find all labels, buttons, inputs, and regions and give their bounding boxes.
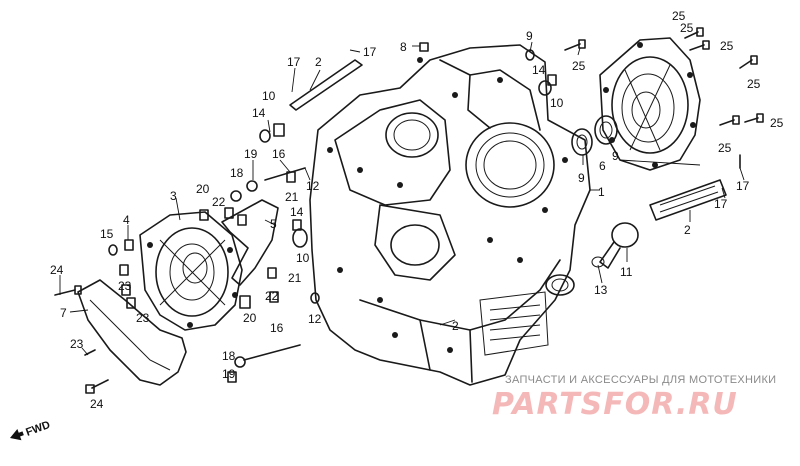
callout: 9 xyxy=(612,149,619,163)
callout: 23 xyxy=(118,279,132,293)
callout: 10 xyxy=(296,251,310,265)
callout: 12 xyxy=(306,179,320,193)
callout: 22 xyxy=(265,289,279,303)
chain-guard xyxy=(77,279,187,386)
callout: 14 xyxy=(290,205,304,219)
callout: 25 xyxy=(672,9,686,23)
watermark-logo: PARTSFOR.RU xyxy=(492,387,738,422)
leader-lines xyxy=(59,41,745,356)
callout: 23 xyxy=(136,311,150,325)
callout: 25 xyxy=(747,77,761,91)
callout: 25 xyxy=(572,59,586,73)
callout: 21 xyxy=(285,190,299,204)
callout: 20 xyxy=(243,311,257,325)
callout: 17 xyxy=(363,45,377,59)
right-cover xyxy=(599,37,701,171)
callout: 9 xyxy=(578,171,585,185)
callout: 15 xyxy=(100,227,114,241)
callout: 24 xyxy=(50,263,64,277)
callout: 22 xyxy=(212,195,226,209)
watermark-caption: ЗАПЧАСТИ И АКСЕССУАРЫ ДЛЯ МОТОТЕХНИКИ xyxy=(505,374,776,386)
callout: 2 xyxy=(315,55,322,69)
callout: 21 xyxy=(288,271,302,285)
callout: 20 xyxy=(196,182,210,196)
callout: 3 xyxy=(170,189,177,203)
callout: 19 xyxy=(244,147,258,161)
callout: 25 xyxy=(680,21,694,35)
callout: 25 xyxy=(718,141,732,155)
callout: 25 xyxy=(720,39,734,53)
watermark: ЗАПЧАСТИ И АКСЕССУАРЫ ДЛЯ МОТОТЕХНИКИ PA… xyxy=(492,374,776,422)
callout: 1 xyxy=(598,185,605,199)
callout: 19 xyxy=(222,367,236,381)
callout: 25 xyxy=(770,116,784,130)
fasteners xyxy=(54,27,764,394)
callout: 16 xyxy=(272,147,286,161)
bracket xyxy=(221,199,279,286)
forward-arrow-icon: FWD xyxy=(10,419,52,441)
callout: 8 xyxy=(400,40,407,54)
callout: 18 xyxy=(230,166,244,180)
crankcase xyxy=(309,44,591,386)
callout: 16 xyxy=(270,321,284,335)
callout: 24 xyxy=(90,397,104,411)
gasket-strips xyxy=(289,59,727,221)
callout: 2 xyxy=(452,319,459,333)
callout: 17 xyxy=(736,179,750,193)
oil-seals xyxy=(571,115,618,156)
callout: 4 xyxy=(123,213,130,227)
callout: 5 xyxy=(270,217,277,231)
callout: 11 xyxy=(620,265,633,279)
fwd-label: FWD xyxy=(24,419,52,439)
callout: 23 xyxy=(70,337,84,351)
callout: 13 xyxy=(594,283,608,297)
callout-labels: 17 2 17 8 9 14 10 25 25 25 25 25 25 25 1… xyxy=(50,9,784,411)
left-cover xyxy=(139,211,243,331)
callout: 10 xyxy=(262,89,276,103)
callout: 6 xyxy=(599,159,606,173)
callout: 12 xyxy=(308,312,322,326)
callout: 2 xyxy=(684,223,691,237)
callout: 18 xyxy=(222,349,236,363)
callout: 17 xyxy=(714,197,728,211)
callout: 14 xyxy=(252,106,266,120)
callout: 10 xyxy=(550,96,564,110)
callout: 17 xyxy=(287,55,301,69)
callout: 14 xyxy=(532,63,546,77)
callout: 9 xyxy=(526,29,533,43)
callout: 7 xyxy=(60,306,67,320)
breather-cap xyxy=(591,222,639,269)
